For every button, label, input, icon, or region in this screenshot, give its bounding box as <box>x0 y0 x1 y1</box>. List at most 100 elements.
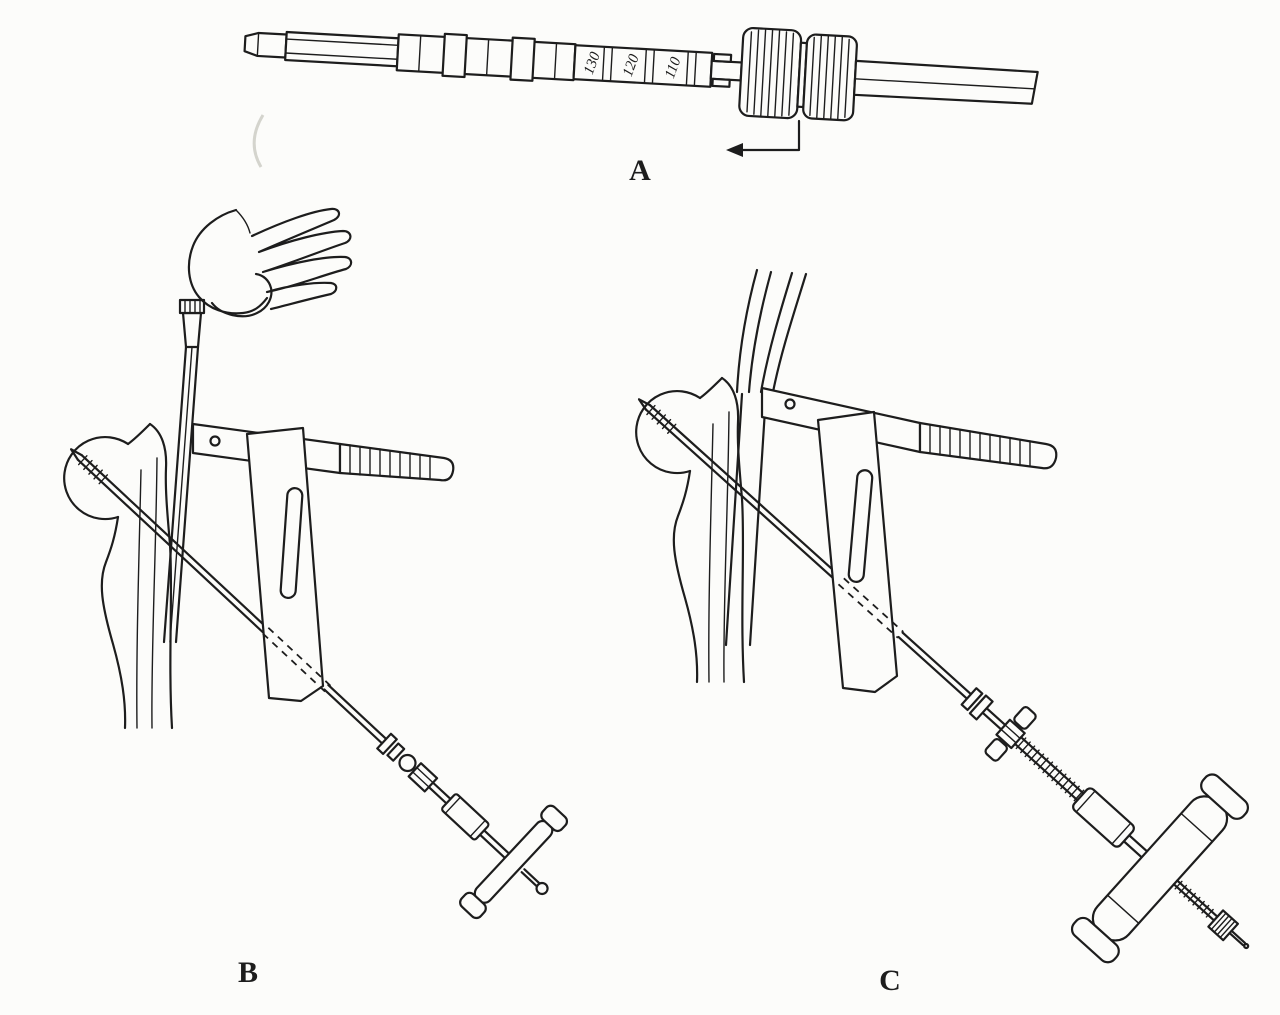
knurled-collar-rear-ribs <box>809 34 850 121</box>
femur-medial-outline <box>100 515 127 730</box>
wrench-end-cap <box>1200 773 1250 820</box>
guide-shaft-b <box>69 448 569 920</box>
hidden-shaft-dashes-c <box>837 577 904 639</box>
end-knob <box>535 881 549 896</box>
trochanter-notch <box>698 376 724 400</box>
medullary-canal-lines <box>708 411 730 683</box>
nail-fork <box>735 268 808 394</box>
arm-handle <box>918 421 1058 470</box>
wrench-arm-contours <box>1106 812 1214 925</box>
panel-a-label: A <box>629 154 651 187</box>
guide-wire-threads <box>77 455 109 485</box>
arm-handle <box>338 442 455 482</box>
guide-wire-tip <box>637 398 652 411</box>
rod-shaft <box>284 30 400 68</box>
wing-nut-facets <box>1000 724 1021 744</box>
shaft-washer <box>376 732 398 756</box>
wrist-crease <box>235 209 251 234</box>
protruding-pin <box>1228 929 1247 947</box>
hex-coupler <box>407 762 439 793</box>
trochanter-notch <box>126 422 152 446</box>
shaft-washer <box>968 694 994 721</box>
tip-rod-threads <box>1174 880 1214 918</box>
shaft-rails <box>76 454 542 889</box>
rod-tip-chamfer <box>256 32 260 57</box>
nail-b <box>162 298 206 644</box>
hand-illustration <box>187 207 353 318</box>
panel-c-label: C <box>879 964 901 997</box>
rod-raised-ring <box>509 36 536 82</box>
calibration-mark-120: 120 <box>620 52 643 79</box>
wrench-end-cap <box>1070 916 1120 964</box>
arrow-line <box>734 119 801 152</box>
targeting-arm-c <box>760 386 1058 470</box>
pin-end <box>1243 942 1250 950</box>
fingers <box>250 207 353 311</box>
targeting-arm-b <box>191 422 455 482</box>
arm-handle-ribs <box>349 444 431 480</box>
knurled-nut <box>1207 909 1240 942</box>
guide-wire-threads <box>646 404 677 434</box>
rod-aft-flute <box>854 78 1035 90</box>
slide-direction-arrow <box>726 119 801 157</box>
plate-slot <box>847 469 874 583</box>
dashed-shaft-lines <box>837 577 904 639</box>
knurled-nut-ribs <box>1210 912 1236 939</box>
shaft-rails <box>644 404 1149 859</box>
calibration-mark-110: 110 <box>662 55 685 81</box>
guide-shaft-c <box>637 398 1250 964</box>
femur-b <box>63 422 174 730</box>
wing-nut-wing <box>1013 706 1037 730</box>
guide-wire-tip <box>69 448 83 461</box>
t-handle-end-cap <box>459 891 487 920</box>
palm-outline <box>187 208 269 315</box>
femoral-head-outline <box>63 435 130 521</box>
panel-b-label: B <box>238 956 258 989</box>
rod-neck-tooth-bottom <box>711 77 731 88</box>
dashed-shaft-lines <box>262 627 332 693</box>
panel-b: B <box>63 207 569 989</box>
femur-c <box>635 376 746 684</box>
nail-tube-inner <box>169 346 193 643</box>
hidden-shaft-dashes-b <box>262 627 332 693</box>
tip-rod-rails <box>1172 879 1219 922</box>
wing-nut-hub <box>995 718 1026 750</box>
rod-neck-tooth-top <box>712 52 733 63</box>
nail-striking-cap <box>178 298 206 315</box>
plate-slot <box>279 487 304 600</box>
arm-handle-ribs <box>929 424 1031 467</box>
chuck-sleeve-rings <box>444 796 486 838</box>
chuck-sleeve <box>441 793 490 841</box>
nail-body <box>181 311 203 349</box>
compression-sleeve-rings <box>1075 790 1132 845</box>
wing-nut-wing <box>984 738 1008 762</box>
ball-coupling <box>398 753 417 773</box>
femoral-head-outline <box>635 389 702 475</box>
t-handle-end-cap <box>540 804 569 833</box>
pencil-smudge <box>252 114 265 168</box>
femur-medial-outline <box>672 469 699 684</box>
shaft-washer <box>960 687 984 712</box>
rod-calibration-lines <box>601 46 697 87</box>
nail-tube <box>162 345 200 644</box>
medullary-canal-lines <box>136 457 158 729</box>
guide-plate-c <box>816 410 899 694</box>
shaft-washer <box>386 742 406 762</box>
nail-tube <box>724 392 768 647</box>
knurled-collar-front-ribs <box>746 29 795 118</box>
nail-cap-knurling <box>184 299 201 314</box>
calibration-mark-130: 130 <box>581 50 604 77</box>
panel-a: 130 120 110 A <box>243 26 1039 187</box>
rod-tip <box>243 31 288 59</box>
guide-plate-b <box>245 426 325 703</box>
threaded-rod-threads <box>1015 737 1085 802</box>
rod-aft-shaft <box>853 59 1039 105</box>
arm-screw-hole <box>209 435 221 447</box>
rod-neck <box>709 59 743 82</box>
arrow-head <box>726 143 743 157</box>
thumb-outline <box>210 272 273 318</box>
rod-raised-ring <box>441 32 468 79</box>
arm-screw-hole <box>784 398 796 410</box>
rod-shaft-flutes <box>284 38 399 60</box>
